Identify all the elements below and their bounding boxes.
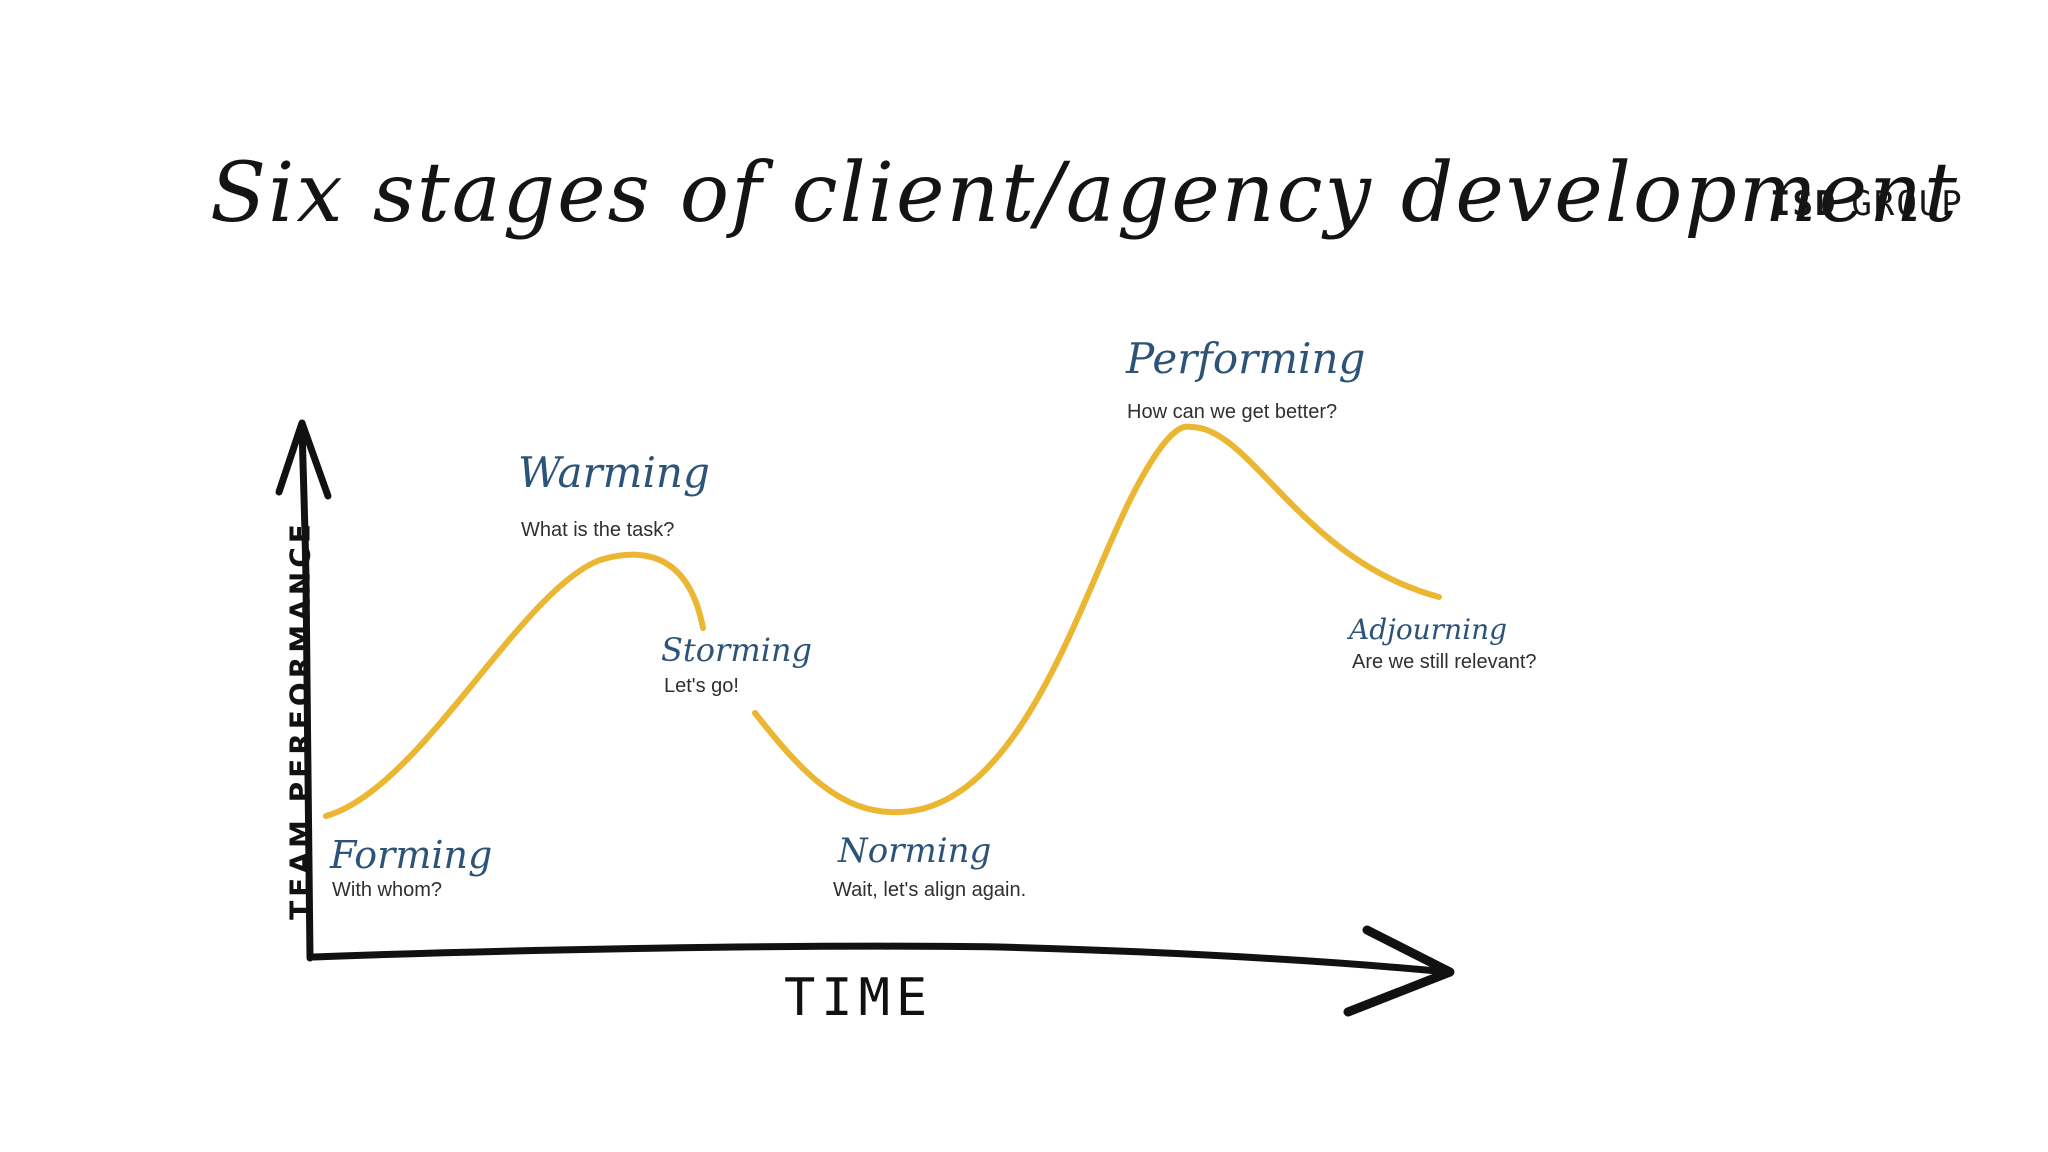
stage-name-forming: Forming	[330, 833, 493, 877]
team-performance-curve-part-2	[752, 423, 1442, 816]
stage-question-forming: With whom?	[332, 879, 443, 901]
stage-question-adjourning: Are we still relevant?	[1352, 651, 1537, 673]
y-axis-label: TEAM PERFORMANCE	[283, 520, 317, 920]
stage-question-warming: What is the task?	[521, 519, 675, 541]
stage-question-norming: Wait, let's align again.	[833, 879, 1027, 901]
y-axis-line	[298, 421, 314, 962]
team-performance-curve-part-1	[323, 551, 706, 819]
x-axis-arrowhead	[1343, 925, 1455, 1017]
stage-name-norming: Norming	[838, 831, 992, 871]
brand-logo: ISD GROUP	[1770, 184, 1964, 224]
stage-name-adjourning: Adjourning	[1349, 613, 1508, 646]
stage-question-performing: How can we get better?	[1127, 401, 1338, 423]
title: Six stages of client/agency development	[210, 146, 1959, 241]
brand-part-2: GROUP	[1851, 184, 1964, 224]
x-axis-label: TIME	[784, 968, 934, 1028]
stage-name-storming: Storming	[661, 631, 813, 669]
stage-question-storming: Let's go!	[664, 675, 739, 697]
x-axis-line	[310, 942, 1452, 976]
brand-part-1: ISD	[1770, 184, 1838, 224]
stage-name-performing: Performing	[1126, 334, 1366, 383]
y-axis-arrowhead	[275, 419, 332, 500]
stage-name-warming: Warming	[518, 448, 710, 497]
